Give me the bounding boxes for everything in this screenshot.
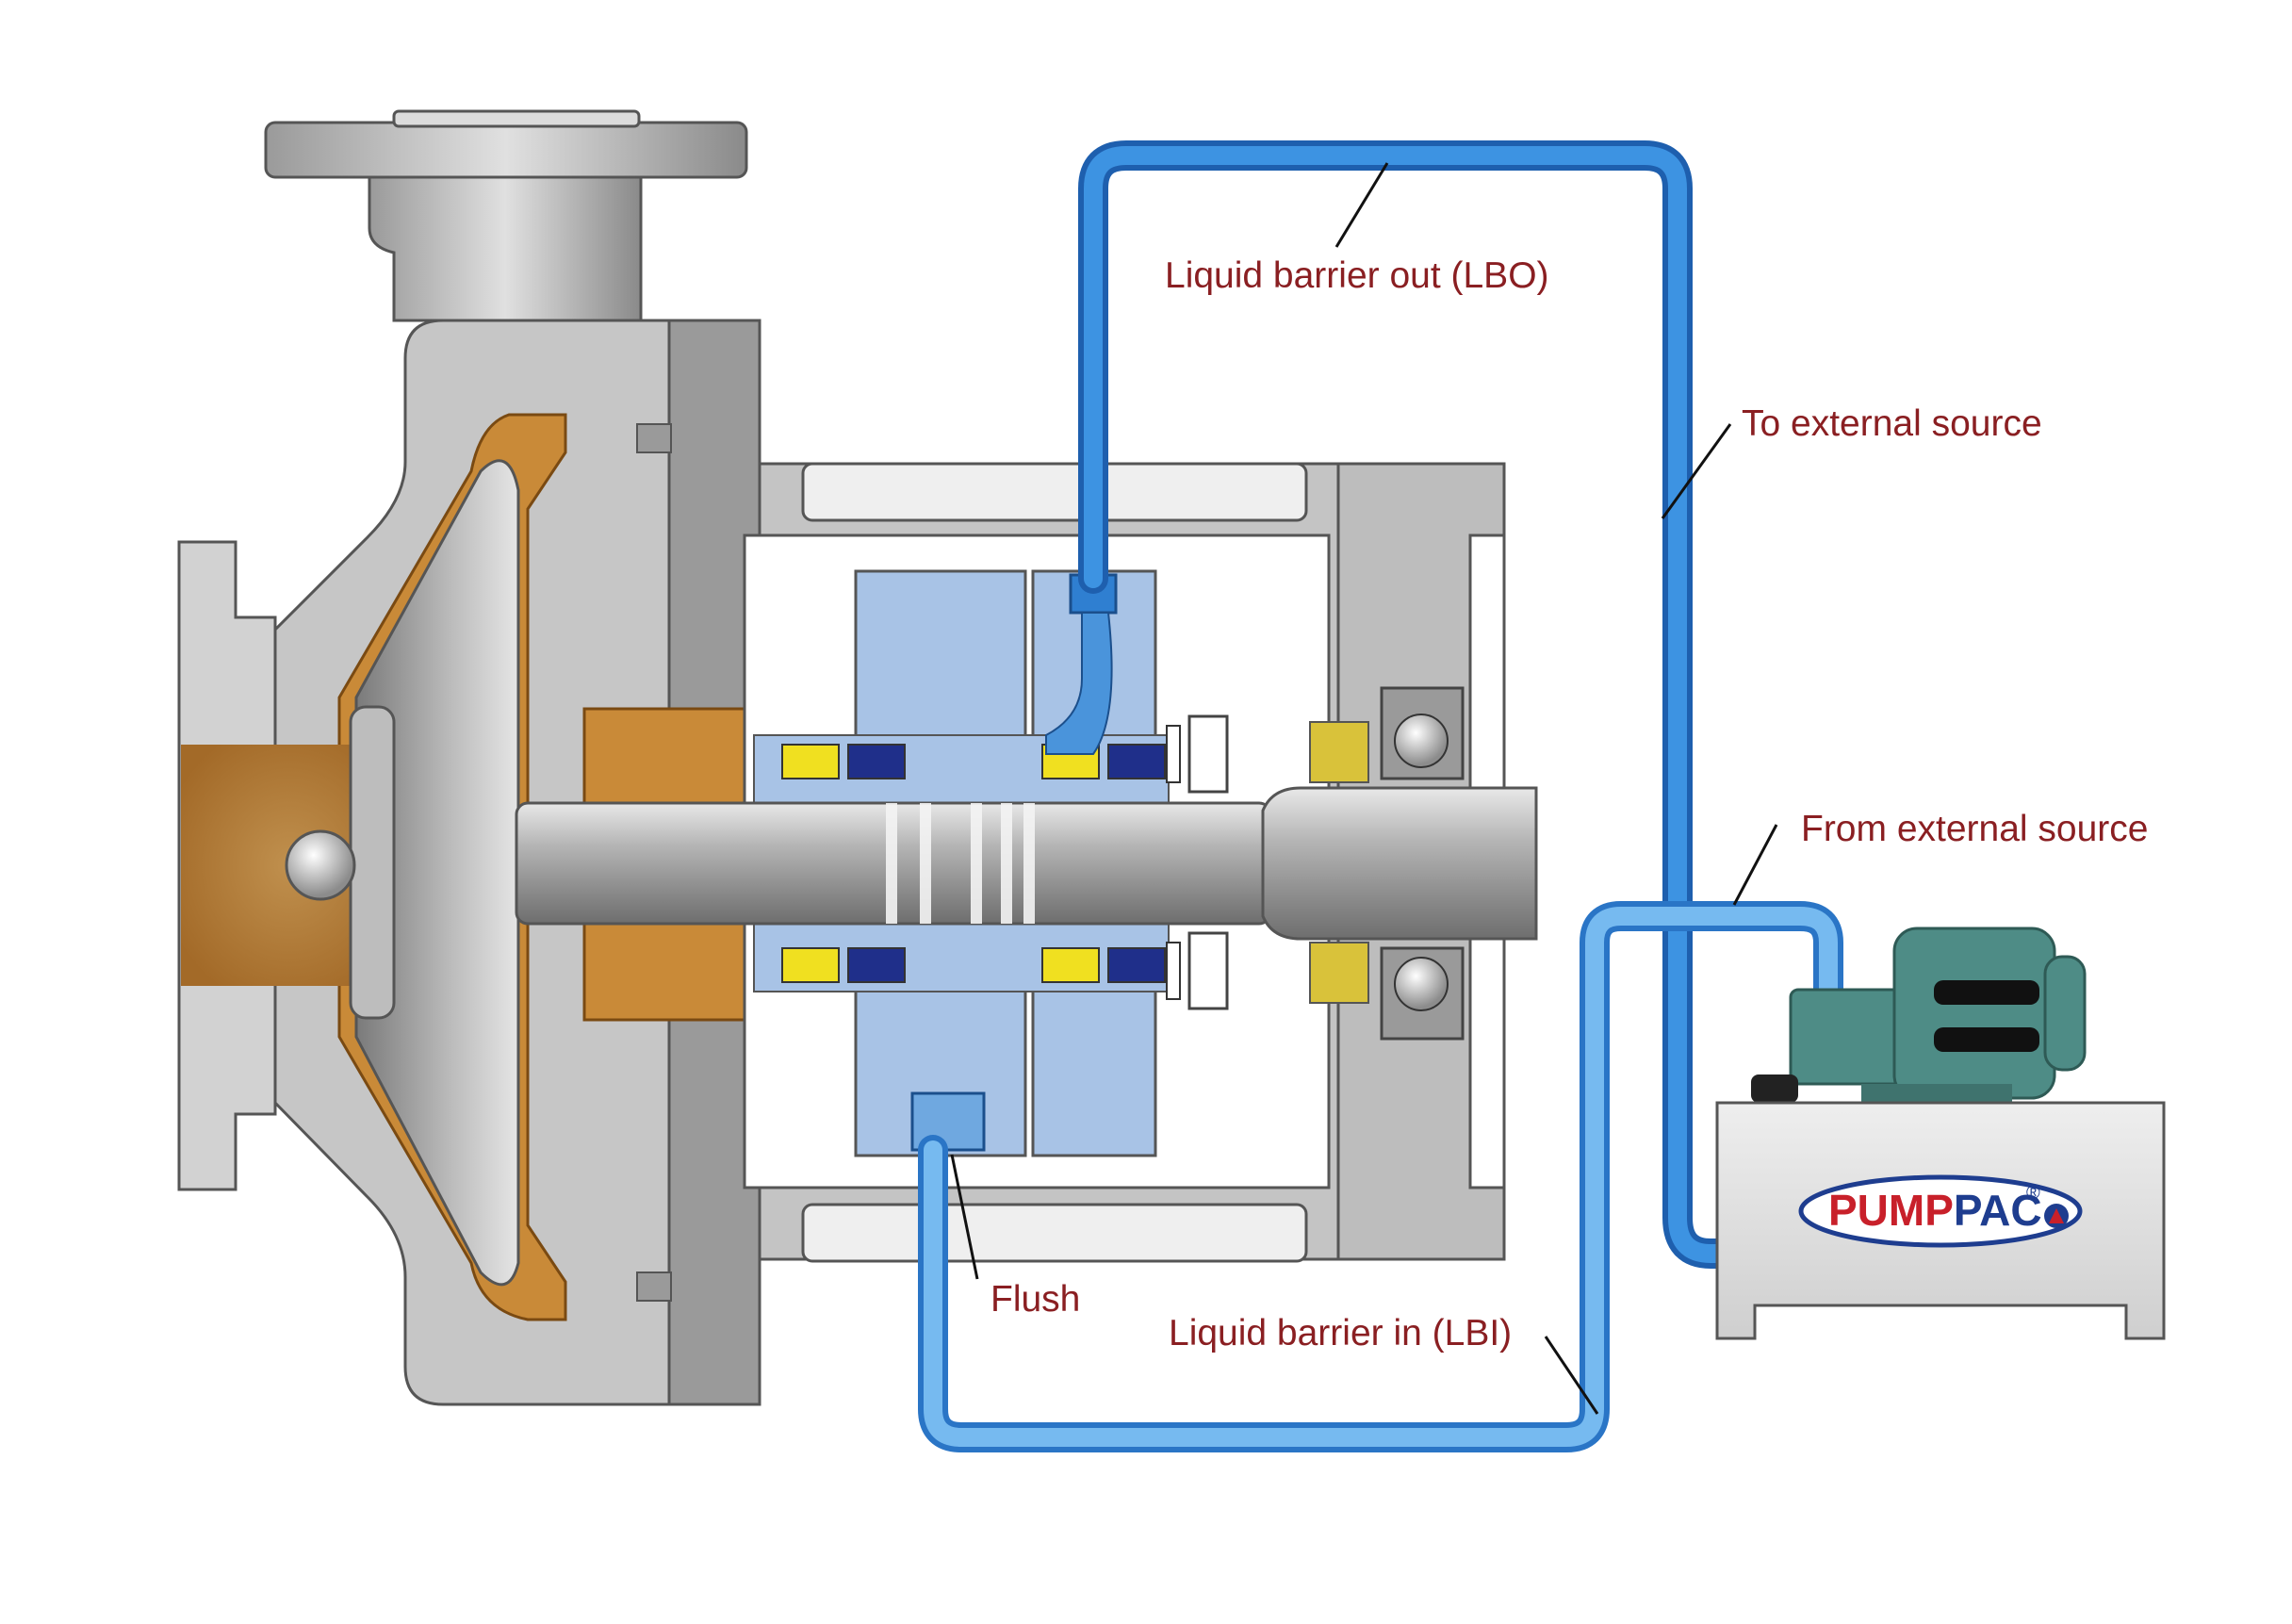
bearings	[1187, 686, 1465, 1041]
seal-gland	[753, 569, 1181, 1157]
lip-seal-top	[1309, 721, 1369, 783]
outboard-seal-face-bottom	[1041, 947, 1100, 983]
leader-lbo	[1334, 162, 1389, 248]
leader-to-external	[1661, 423, 1732, 519]
label-to-external: To external source	[1742, 403, 2042, 444]
svg-text:PUMPPAC: PUMPPAC	[1828, 1186, 2042, 1235]
pumppac-logo: PUMPPAC ®	[1798, 1174, 2083, 1248]
label-from-external: From external source	[1801, 809, 2148, 849]
logo-part1: PUMP	[1828, 1186, 1954, 1235]
impeller-nut	[285, 829, 356, 901]
pumppac-unit: PUMPPAC ®	[1715, 927, 2166, 1340]
shaft-sleeve-bands	[886, 803, 1035, 924]
leader-flush	[950, 1154, 979, 1280]
leader-lbi	[1544, 1336, 1599, 1415]
leader-from-external	[1732, 824, 1778, 906]
reservoir-cap	[1751, 1074, 1798, 1103]
label-lbi: Liquid barrier in (LBI)	[1169, 1313, 1512, 1353]
discharge-flange	[264, 121, 748, 179]
inboard-seal-face-top	[781, 744, 840, 779]
collar-top	[1187, 714, 1229, 794]
logo-mark: ®	[2026, 1183, 2040, 1204]
impeller	[285, 459, 520, 1287]
inboard-seal-face-bottom	[781, 947, 840, 983]
collar-bottom	[1187, 931, 1229, 1010]
bearing-ball-top	[1394, 714, 1449, 768]
lip-seal-bottom	[1309, 942, 1369, 1004]
labels: Liquid barrier out (LBO) To external sou…	[990, 255, 2148, 1353]
bearing-ball-bottom	[1394, 957, 1449, 1011]
shaft	[515, 786, 1538, 941]
discharge-nozzle	[368, 175, 643, 322]
leader-lines	[950, 162, 1778, 1415]
pump-motor	[1789, 927, 2087, 1103]
label-lbo: Liquid barrier out (LBO)	[1165, 255, 1549, 296]
logo-part2: PAC	[1954, 1186, 2042, 1235]
label-flush: Flush	[990, 1279, 1080, 1320]
piping	[918, 140, 1843, 1452]
